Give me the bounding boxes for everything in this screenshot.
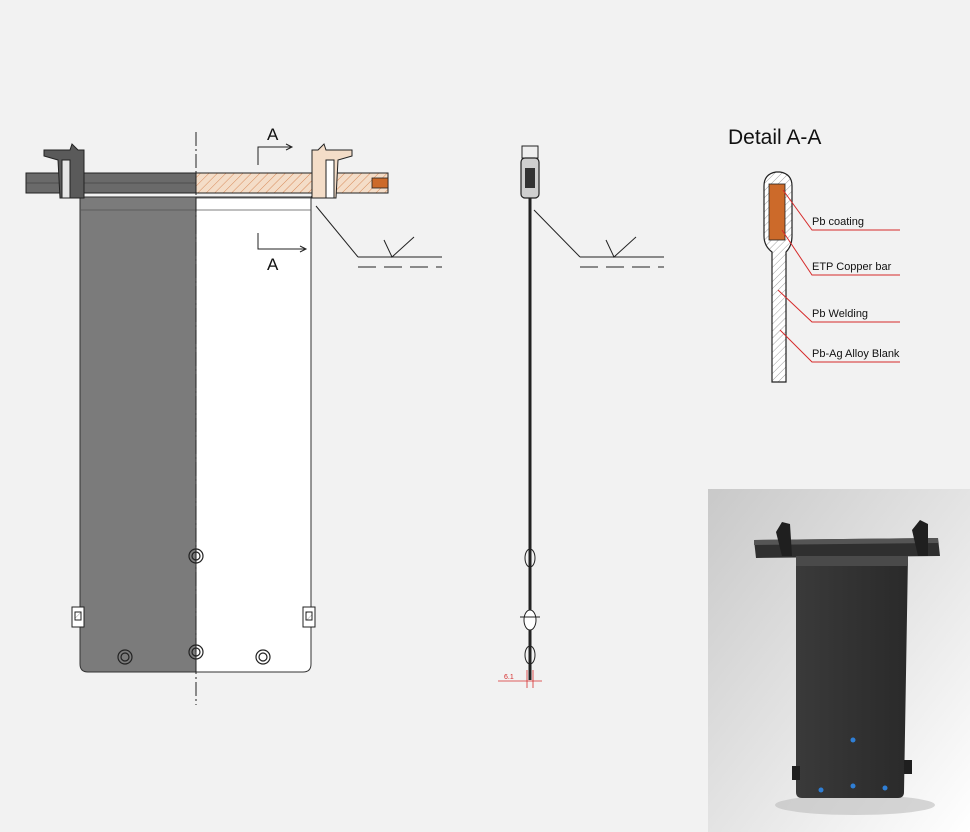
label-copper-bar: ETP Copper bar bbox=[812, 261, 892, 273]
section-mark-bottom: A bbox=[267, 255, 279, 274]
right-hook bbox=[311, 143, 353, 199]
label-pb-coating: Pb coating bbox=[812, 216, 864, 228]
detail-copper-bar bbox=[768, 183, 786, 241]
side-view: 6.1 bbox=[498, 145, 664, 688]
detail-title: Detail A-A bbox=[728, 126, 821, 149]
label-pb-welding: Pb Welding bbox=[812, 308, 868, 320]
weld-symbol-front bbox=[315, 205, 442, 268]
anode-3d-render bbox=[708, 489, 970, 832]
section-arrow-top bbox=[257, 143, 294, 165]
section-arrow-bottom bbox=[257, 233, 308, 253]
detail-leaders bbox=[777, 189, 900, 363]
plate-dark-half bbox=[79, 196, 197, 673]
detail-a-a: Detail A-A Pb coating ETP Copper bar Pb … bbox=[728, 126, 900, 383]
section-mark-top: A bbox=[267, 125, 279, 144]
thickness-dimension bbox=[498, 670, 542, 688]
side-clips bbox=[71, 606, 316, 628]
plate-holes bbox=[117, 548, 271, 665]
left-hook bbox=[43, 143, 85, 199]
plate-light-half bbox=[195, 196, 312, 673]
header-bar-section bbox=[195, 172, 389, 194]
weld-symbol-side bbox=[533, 209, 664, 268]
front-view: A A bbox=[25, 125, 442, 705]
label-alloy-blank: Pb-Ag Alloy Blank bbox=[812, 348, 900, 360]
thickness-dimension-text: 6.1 bbox=[504, 674, 514, 681]
